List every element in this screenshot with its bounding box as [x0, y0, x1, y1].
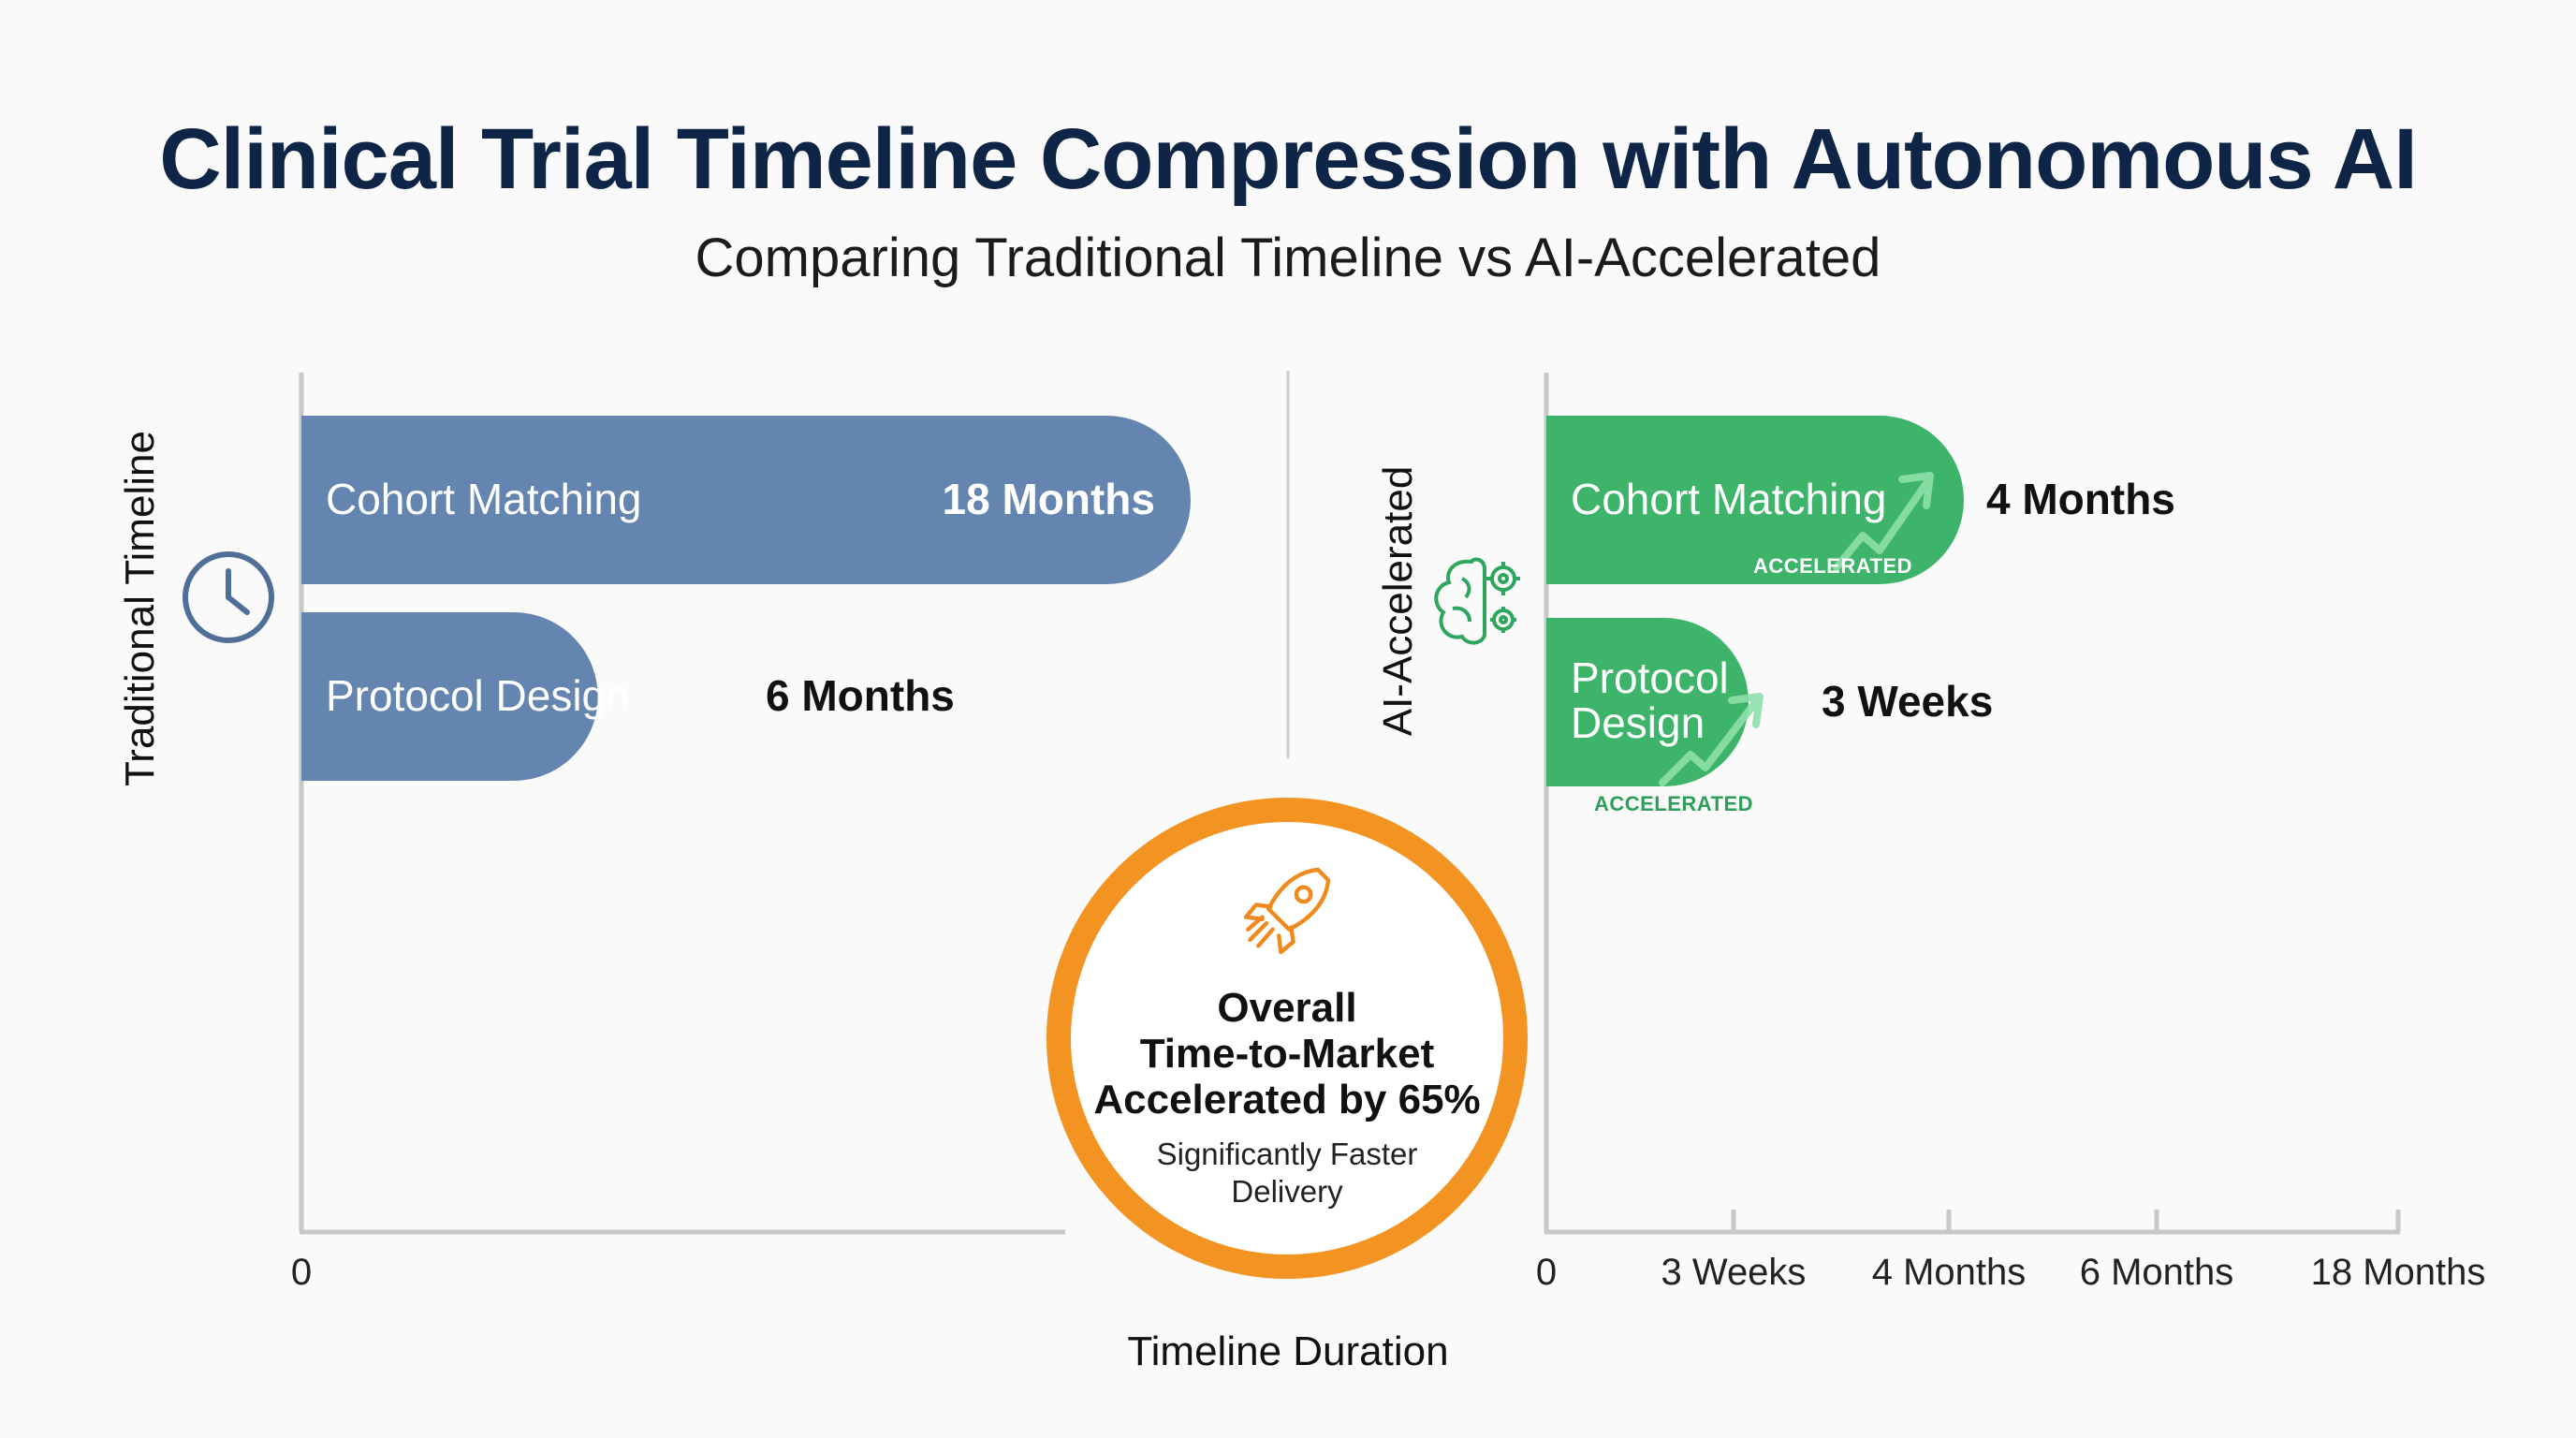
value-label-ai-cohort-matching: 4 Months — [1986, 475, 2175, 523]
left-y-axis-title: Traditional Timeline — [117, 431, 163, 786]
rocket-icon — [1243, 867, 1331, 955]
value-label-traditional-protocol-design: 6 Months — [766, 671, 955, 720]
right-x-tick-label: 3 Weeks — [1661, 1252, 1807, 1293]
bar-label-traditional-protocol-design: Protocol Design — [326, 671, 630, 720]
accelerated-badge-cohort-matching: ACCELERATED — [1753, 554, 1912, 578]
bar-label-ai-protocol-design: Protocol Design — [1571, 653, 1741, 747]
right-x-tick-label: 6 Months — [2080, 1252, 2234, 1293]
bar-traditional-cohort-matching — [301, 416, 1191, 584]
summary-callout: Overall Time-to-Market Accelerated by 65… — [1046, 798, 1528, 1279]
x-axis-title: Timeline Duration — [1127, 1328, 1448, 1374]
value-label-traditional-cohort-matching: 18 Months — [943, 475, 1155, 523]
clock-icon — [183, 551, 274, 643]
callout-subtext: Significantly Faster Delivery — [1156, 1137, 1418, 1209]
trend-up-arrow-icon — [1659, 693, 1764, 786]
accelerated-badge-protocol-design: ACCELERATED — [1594, 792, 1753, 815]
bar-label-ai-cohort-matching: Cohort Matching — [1571, 475, 1887, 523]
callout-headline: Overall Time-to-Market Accelerated by 65… — [1093, 985, 1481, 1123]
bar-label-traditional-cohort-matching: Cohort Matching — [326, 475, 642, 523]
bar-ai-protocol-design — [1546, 618, 1749, 786]
right-x-tick-label: 18 Months — [2311, 1252, 2486, 1293]
right-x-tick-label: 4 Months — [1872, 1252, 2027, 1293]
chart-title: Clinical Trial Timeline Compression with… — [159, 111, 2418, 207]
right-y-axis-title: AI-Accelerated — [1375, 466, 1421, 737]
value-label-ai-protocol-design: 3 Weeks — [1822, 677, 1993, 726]
chart-subtitle: Comparing Traditional Timeline vs AI-Acc… — [695, 227, 1881, 288]
left-x-tick-0: 0 — [291, 1252, 312, 1293]
brain-gears-icon — [1434, 557, 1520, 645]
trend-up-arrow-icon — [1833, 472, 1934, 571]
bar-traditional-protocol-design — [301, 612, 598, 781]
right-x-tick-label: 0 — [1536, 1252, 1557, 1293]
